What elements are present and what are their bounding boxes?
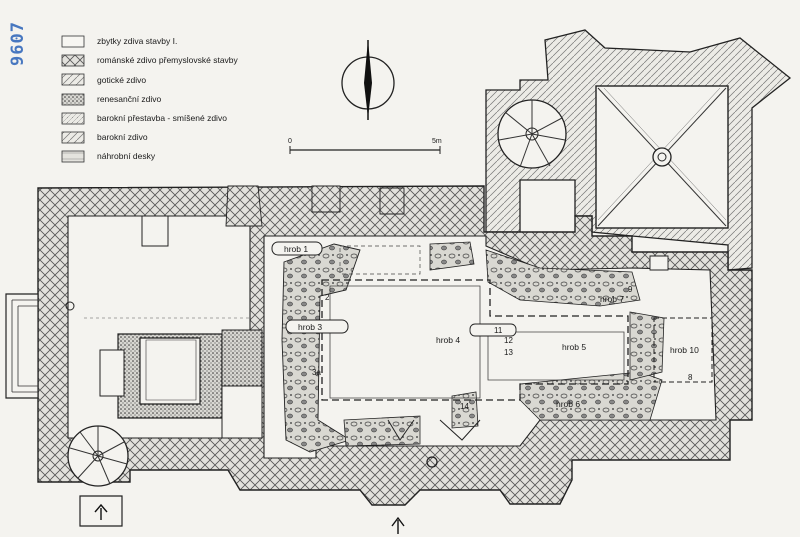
legend-label: náhrobní desky [97,151,156,161]
legend-item-5: barokní přestavba - smíšené zdivo [61,112,227,125]
legend-item-6: barokní zdivo [61,131,148,144]
legend-label: zbytky zdiva stavby I. [97,36,177,46]
label-11: 11 [469,323,517,337]
main-building [5,185,753,534]
legend-label: románské zdivo přemyslovské stavby [97,55,239,65]
legend-item-3: gotické zdivo [61,73,146,86]
label-2: 2 [325,293,330,302]
label-13: 13 [504,348,513,357]
scale-bar: 0 5m [288,138,442,154]
legend: zbytky zdiva stavby I. románské zdivo př… [61,35,239,163]
label-9: 9 [628,285,633,294]
scale-end: 5m [432,138,442,145]
legend-label: barokní zdivo [97,132,148,142]
grave-label-hrob-7: hrob 7 [600,294,624,304]
legend-item-7: náhrobní desky [61,150,156,163]
svg-text:hrob 1: hrob 1 [284,244,308,254]
grave-label-hrob-3: hrob 3 [285,319,349,334]
scale-start: 0 [288,138,292,145]
entrance-arrow-icon [391,516,405,534]
legend-label: renesanční zdivo [97,94,162,104]
legend-label: barokní přestavba - smíšené zdivo [97,113,227,123]
grave-label-hrob-5: hrob 5 [562,342,586,352]
label-8: 8 [688,373,693,382]
grave-label-hrob-10: hrob 10 [670,345,699,355]
grave-label-hrob-6: hrob 6 [556,399,580,409]
legend-item-2: románské zdivo přemyslovské stavby [61,54,239,67]
grave-labels: hrob 1 hrob 3 hrob 4 hrob 5 hrob 6 hrob … [271,241,699,409]
grave-label-hrob-1: hrob 1 [271,241,323,256]
east-tower-complex [485,29,792,271]
number-labels: 2 3a 8 9 11 12 13 14 [312,285,693,411]
svg-text:hrob 3: hrob 3 [298,322,322,332]
label-14: 14 [460,402,469,411]
svg-text:11: 11 [494,326,503,335]
entrance-arrow-icon [94,503,108,520]
label-12: 12 [504,336,513,345]
legend-item-4: renesanční zdivo [61,93,162,106]
north-arrow-icon [341,40,395,120]
grave-label-hrob-4: hrob 4 [436,335,460,345]
label-3a: 3a [312,368,321,377]
legend-label: gotické zdivo [97,75,146,85]
legend-item-1: zbytky zdiva stavby I. [61,35,177,48]
